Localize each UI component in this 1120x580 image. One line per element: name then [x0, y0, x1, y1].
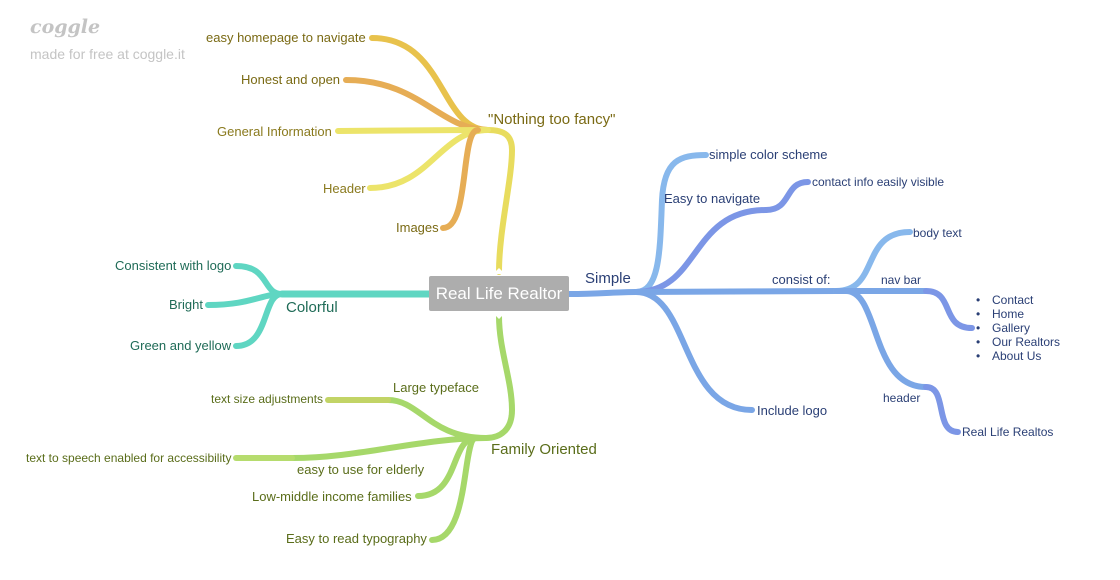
edge-elderly [289, 435, 489, 461]
node-easy-homepage[interactable]: easy homepage to navigate [206, 30, 366, 45]
node-text-size-adjustments[interactable]: text size adjustments [211, 392, 324, 406]
central-node[interactable]: Real Life Realtor [429, 276, 569, 311]
edge-center-family [483, 313, 516, 441]
nav-item-contact: Contact [976, 293, 1060, 307]
node-general-information[interactable]: General Information [217, 124, 332, 139]
central-node-label: Real Life Realtor [435, 283, 563, 303]
edge-images [440, 127, 481, 231]
node-simple[interactable]: Simple [585, 270, 631, 287]
node-images[interactable]: Images [396, 220, 439, 235]
edge-nav-list [923, 288, 975, 331]
node-easy-read-typography[interactable]: Easy to read typography [286, 531, 427, 546]
edge-center-simple [566, 289, 639, 297]
node-real-life-realtos[interactable]: Real Life Realtos [962, 425, 1054, 439]
node-easy-for-elderly[interactable]: easy to use for elderly [297, 462, 425, 477]
edge-real-life-realtos [923, 384, 961, 435]
node-colorful[interactable]: Colorful [286, 299, 338, 316]
node-simple-color-scheme[interactable]: simple color scheme [709, 147, 828, 162]
edge-consistent-logo [233, 263, 285, 297]
edge-large-typeface [385, 397, 489, 441]
edge-color-scheme [633, 152, 709, 295]
node-consist-of[interactable]: consist of: [772, 272, 831, 287]
node-include-logo[interactable]: Include logo [757, 403, 828, 418]
edge-general-info [335, 127, 491, 134]
center-notch-top [493, 268, 505, 274]
node-body-text[interactable]: body text [913, 226, 962, 240]
edge-low-middle [415, 435, 479, 499]
node-large-typeface[interactable]: Large typeface [393, 380, 480, 395]
node-text-to-speech[interactable]: text to speech enabled for accessibility [26, 451, 232, 465]
node-header-yellow[interactable]: Header [323, 181, 366, 196]
node-family-oriented[interactable]: Family Oriented [491, 441, 597, 458]
node-bright[interactable]: Bright [169, 297, 203, 312]
node-header-blue[interactable]: header [883, 391, 921, 405]
edge-easy-read [429, 435, 479, 543]
edge-easy-nav [633, 207, 769, 295]
edge-include-logo [633, 289, 755, 413]
nav-item-about-us: About Us [976, 349, 1060, 363]
node-green-and-yellow[interactable]: Green and yellow [130, 338, 232, 353]
node-contact-info-visible[interactable]: contact info easily visible [812, 175, 945, 189]
edge-consist-of [633, 288, 839, 295]
node-honest-open[interactable]: Honest and open [241, 72, 341, 87]
coggle-logo[interactable]: coggle [30, 16, 101, 38]
node-easy-to-navigate[interactable]: Easy to navigate [664, 191, 761, 206]
node-nothing-too-fancy[interactable]: "Nothing too fancy" [488, 111, 616, 128]
nav-item-gallery: Gallery [976, 321, 1060, 335]
nav-item-home: Home [976, 307, 1060, 321]
edge-header-blue [843, 288, 929, 390]
edge-green-yellow [233, 291, 285, 349]
edge-contact-info [763, 179, 811, 213]
edge-center-nothing-fancy [485, 127, 516, 275]
node-consistent-with-logo[interactable]: Consistent with logo [115, 258, 232, 273]
nav-item-our-realtors: Our Realtors [976, 335, 1060, 349]
node-low-middle-income[interactable]: Low-middle income families [252, 489, 412, 504]
nav-bar-items[interactable]: Contact Home Gallery Our Realtors About … [976, 293, 1060, 363]
node-nav-bar[interactable]: nav bar [881, 273, 922, 287]
coggle-tagline[interactable]: made for free at coggle.it [30, 46, 185, 62]
center-notch-bottom [493, 313, 505, 319]
